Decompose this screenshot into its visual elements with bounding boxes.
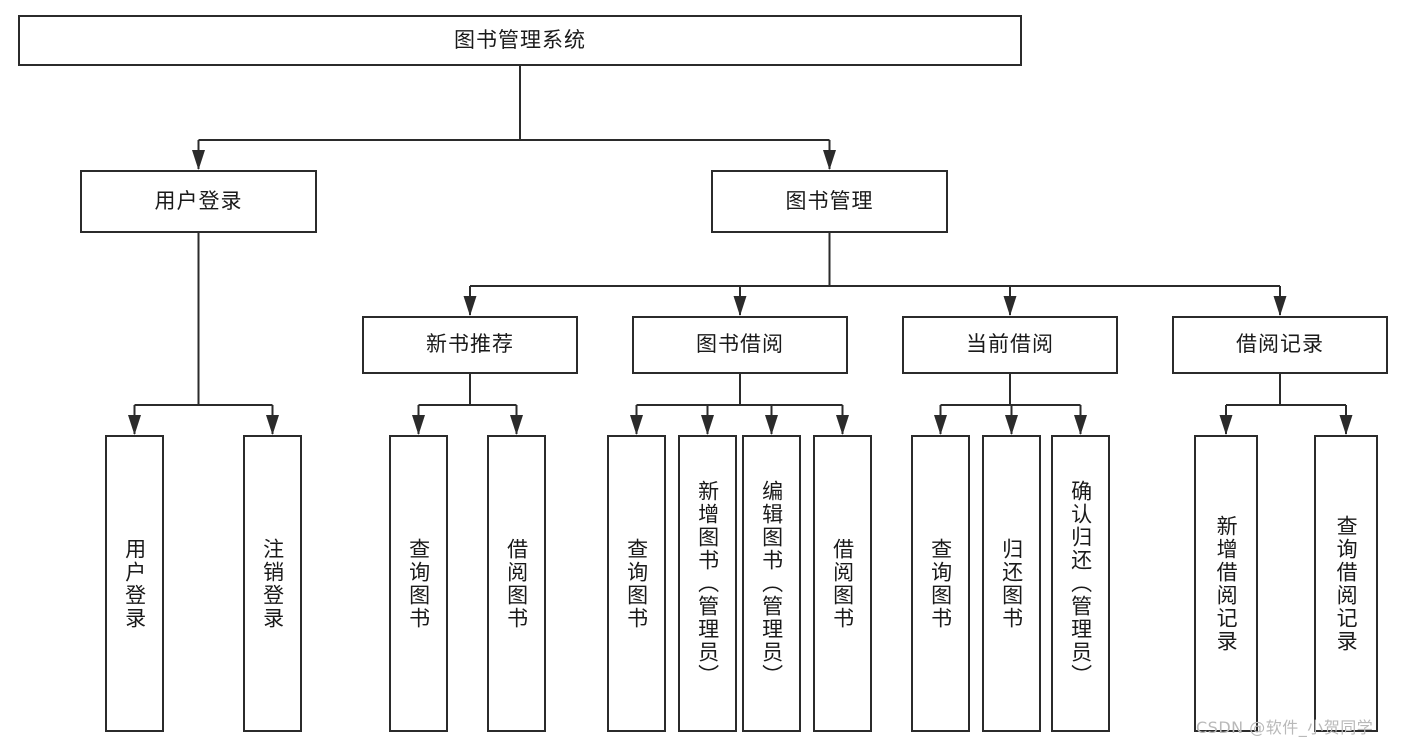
node-l3-current: 当前借阅 bbox=[902, 316, 1118, 374]
node-label: 确认归还（管理员） bbox=[1068, 480, 1093, 687]
watermark: CSDN @软件_小贺同学 bbox=[1196, 718, 1374, 737]
node-label: 归还图书 bbox=[999, 537, 1024, 630]
node-leaf-cq: 查询图书 bbox=[911, 435, 970, 732]
node-root: 图书管理系统 bbox=[18, 15, 1022, 66]
node-label: 查询图书 bbox=[928, 537, 953, 630]
node-leaf-cconfirm: 确认归还（管理员） bbox=[1051, 435, 1110, 732]
node-leaf-bborrow: 借阅图书 bbox=[813, 435, 872, 732]
node-label: 编辑图书（管理员） bbox=[759, 480, 784, 687]
node-leaf-user-logout: 注销登录 bbox=[243, 435, 302, 732]
node-leaf-bq: 查询图书 bbox=[607, 435, 666, 732]
node-label: 用户登录 bbox=[122, 537, 147, 630]
node-label: 借阅图书 bbox=[504, 537, 529, 630]
node-leaf-new-query: 查询图书 bbox=[389, 435, 448, 732]
node-label: 图书管理系统 bbox=[454, 27, 586, 52]
node-label: 用户登录 bbox=[154, 188, 243, 213]
node-label: 新书推荐 bbox=[426, 332, 514, 357]
node-label: 新增图书（管理员） bbox=[695, 480, 720, 687]
node-leaf-bedit: 编辑图书（管理员） bbox=[742, 435, 801, 732]
node-leaf-radd: 新增借阅记录 bbox=[1194, 435, 1258, 732]
node-label: 借阅记录 bbox=[1236, 332, 1324, 357]
node-label: 图书借阅 bbox=[696, 332, 784, 357]
node-l2-user: 用户登录 bbox=[80, 170, 317, 233]
node-l3-record: 借阅记录 bbox=[1172, 316, 1388, 374]
node-leaf-rquery: 查询借阅记录 bbox=[1314, 435, 1378, 732]
node-label: 查询图书 bbox=[624, 537, 649, 630]
node-leaf-new-borrow: 借阅图书 bbox=[487, 435, 546, 732]
node-label: 图书管理 bbox=[785, 188, 874, 213]
node-label: 借阅图书 bbox=[830, 537, 855, 630]
node-leaf-badd: 新增图书（管理员） bbox=[678, 435, 737, 732]
node-label: 查询图书 bbox=[406, 537, 431, 630]
node-label: 新增借阅记录 bbox=[1214, 514, 1239, 653]
node-l3-new: 新书推荐 bbox=[362, 316, 578, 374]
node-label: 注销登录 bbox=[260, 537, 285, 630]
node-l3-borrow: 图书借阅 bbox=[632, 316, 848, 374]
node-l2-book: 图书管理 bbox=[711, 170, 948, 233]
node-label: 查询借阅记录 bbox=[1334, 514, 1359, 653]
node-label: 当前借阅 bbox=[966, 332, 1054, 357]
node-leaf-creturn: 归还图书 bbox=[982, 435, 1041, 732]
node-leaf-user-login: 用户登录 bbox=[105, 435, 164, 732]
